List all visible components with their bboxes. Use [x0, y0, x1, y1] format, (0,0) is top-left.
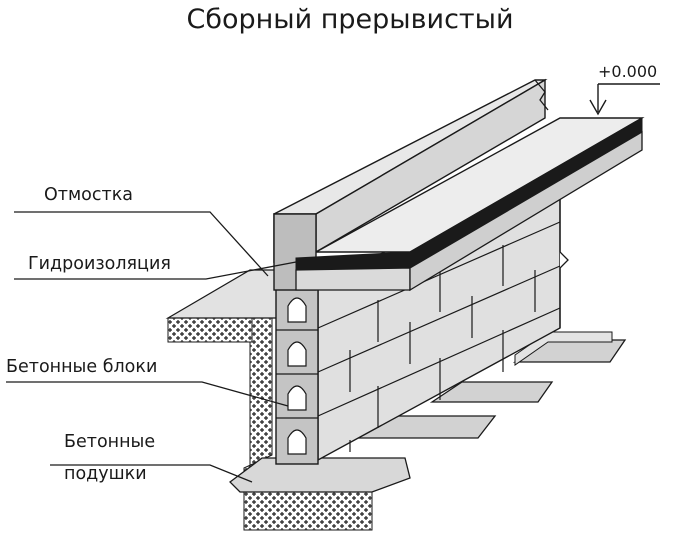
elevation-label: +0.000 [598, 62, 658, 81]
label-blind-area: Отмостка [44, 185, 133, 205]
label-concrete-pads-line1: Бетонные [64, 432, 156, 452]
blind-area-slab [165, 269, 281, 319]
leader-lines [6, 211, 297, 483]
elevation-marker [589, 83, 660, 116]
label-waterproofing: Гидроизоляция [28, 254, 171, 274]
label-concrete-blocks: Бетонные блоки [6, 357, 158, 377]
block-section [275, 285, 319, 465]
floor-slab [295, 117, 645, 292]
upper-wall [273, 78, 549, 291]
diagram-title: Сборный прерывистый [186, 4, 514, 35]
label-concrete-pads-line2: подушки [64, 464, 147, 484]
